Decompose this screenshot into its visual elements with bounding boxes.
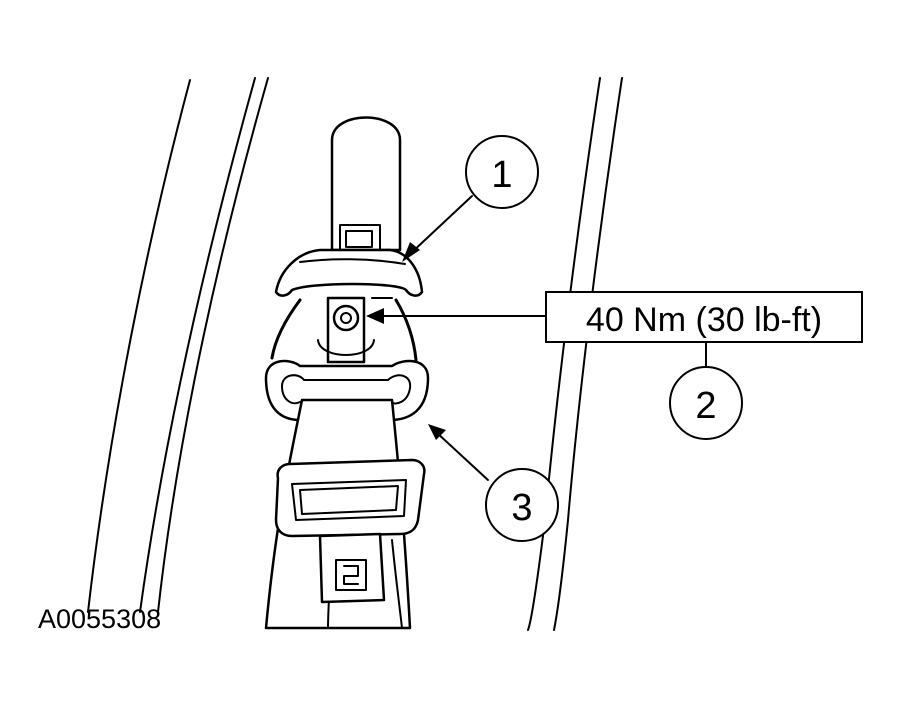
pillar-trim	[87, 77, 623, 631]
callout-1-label: 1	[491, 154, 512, 196]
callout-3: 3	[485, 468, 559, 542]
arrow-head-3	[428, 424, 446, 440]
leader-lines	[366, 195, 707, 481]
torque-spec-label: 40 Nm (30 lb-ft)	[586, 301, 822, 339]
callout-3-label: 3	[511, 487, 532, 529]
belt-webbing-upper	[330, 116, 402, 254]
anchor-cover	[274, 248, 424, 299]
anchor-bolt	[317, 296, 375, 364]
callout-2: 2	[669, 366, 743, 440]
callout-1: 1	[465, 135, 539, 209]
callout-2-label: 2	[695, 385, 716, 427]
torque-spec-box: 40 Nm (30 lb-ft)	[545, 291, 863, 343]
figure-id: A0055308	[38, 604, 161, 634]
arrow-head-2	[366, 308, 384, 324]
arrow-head-1	[402, 242, 420, 262]
latch-plate	[274, 458, 426, 604]
